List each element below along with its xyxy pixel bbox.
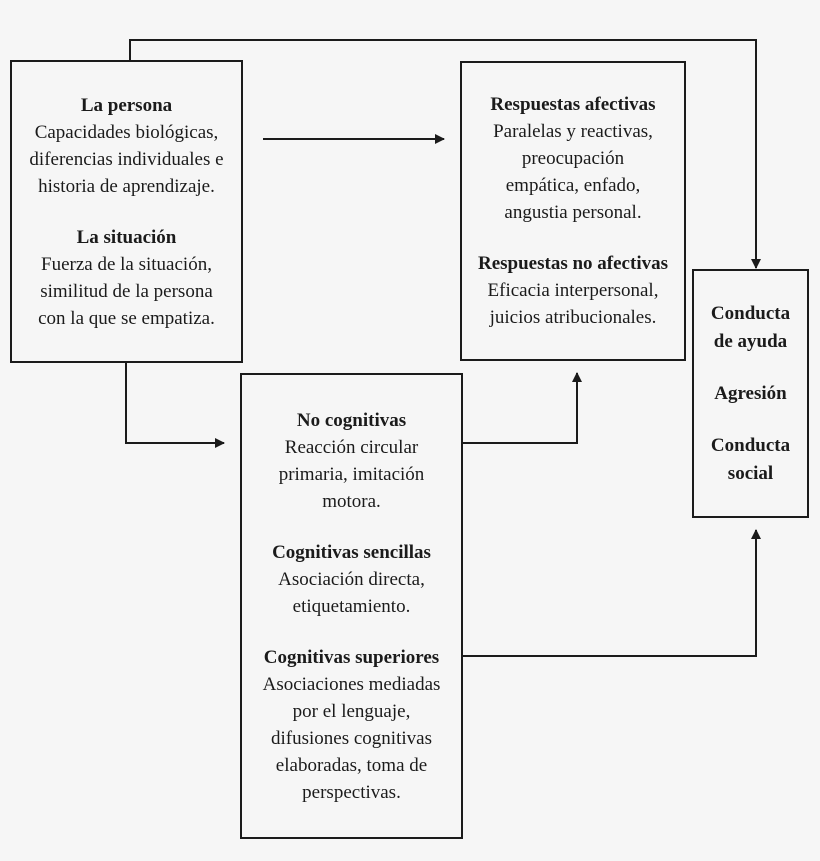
non-affective-responses-line: Eficacia interpersonal, xyxy=(487,280,659,301)
affective-responses-line: empática, enfado, xyxy=(505,175,641,196)
non-cognitive-heading: No cognitivas xyxy=(296,409,407,431)
affective-responses-section: Respuestas afectivas Paralelas y reactiv… xyxy=(490,91,655,226)
higher-cognitive-section: Cognitivas superiores Asociaciones media… xyxy=(263,644,441,806)
non-cognitive-line: primaria, imitación xyxy=(278,463,425,485)
situation-section: La situación Fuerza de la situación, sim… xyxy=(38,224,215,332)
higher-cognitive-heading: Cognitivas superiores xyxy=(263,646,440,668)
affective-responses-line: angustia personal. xyxy=(504,202,642,223)
outcomes-box: Conducta de ayuda Agresión Conducta soci… xyxy=(692,269,809,518)
affective-responses-line: preocupación xyxy=(521,148,625,169)
outcome-label: Agresión xyxy=(714,382,787,404)
arrow-processes-to-outcomes xyxy=(463,529,761,657)
responses-box: Respuestas afectivas Paralelas y reactiv… xyxy=(460,61,686,361)
simple-cognitive-line: etiquetamiento. xyxy=(292,595,411,617)
arrow-processes-to-responses xyxy=(463,372,582,444)
non-affective-responses-heading: Respuestas no afectivas xyxy=(478,253,668,274)
higher-cognitive-line: por el lenguaje, xyxy=(292,700,411,722)
non-affective-responses-line: juicios atribucionales. xyxy=(489,307,657,328)
non-affective-responses-section: Respuestas no afectivas Eficacia interpe… xyxy=(478,250,668,331)
simple-cognitive-line: Asociación directa, xyxy=(278,568,425,590)
processes-box: No cognitivas Reacción circular primaria… xyxy=(240,373,463,839)
situation-heading: La situación xyxy=(76,226,177,248)
non-cognitive-section: No cognitivas Reacción circular primaria… xyxy=(279,407,425,515)
higher-cognitive-line: Asociaciones mediadas xyxy=(262,673,441,695)
person-situation-box: La persona Capacidades biológicas, difer… xyxy=(10,60,243,363)
non-cognitive-line: Reacción circular xyxy=(284,436,419,458)
person-line: historia de aprendizaje. xyxy=(38,175,215,197)
outcome-label: Conducta xyxy=(710,302,791,324)
person-heading: La persona xyxy=(80,94,173,116)
arrow-person-to-outcomes xyxy=(129,39,761,269)
simple-cognitive-section: Cognitivas sencillas Asociación directa,… xyxy=(272,539,431,620)
situation-line: con la que se empatiza. xyxy=(38,307,215,329)
outcome-label: social xyxy=(727,462,774,484)
person-line: Capacidades biológicas, xyxy=(34,121,219,143)
situation-line: similitud de la persona xyxy=(40,280,213,302)
outcome-helping: Conducta de ayuda xyxy=(711,300,790,356)
situation-line: Fuerza de la situación, xyxy=(41,253,212,275)
arrow-person-to-processes xyxy=(125,362,225,448)
person-line: diferencias individuales e xyxy=(29,148,224,170)
outcome-label: Conducta xyxy=(710,434,791,456)
simple-cognitive-heading: Cognitivas sencillas xyxy=(272,541,431,563)
affective-responses-heading: Respuestas afectivas xyxy=(490,94,656,115)
outcome-social: Conducta social xyxy=(711,432,790,488)
higher-cognitive-line: difusiones cognitivas xyxy=(271,727,432,749)
affective-responses-line: Paralelas y reactivas, xyxy=(493,121,653,142)
higher-cognitive-line: perspectivas. xyxy=(302,781,401,803)
outcome-aggression: Agresión xyxy=(714,380,786,408)
person-section: La persona Capacidades biológicas, difer… xyxy=(29,92,223,200)
outcome-label: de ayuda xyxy=(713,330,788,352)
higher-cognitive-line: elaboradas, toma de xyxy=(275,754,428,776)
non-cognitive-line: motora. xyxy=(322,490,381,512)
